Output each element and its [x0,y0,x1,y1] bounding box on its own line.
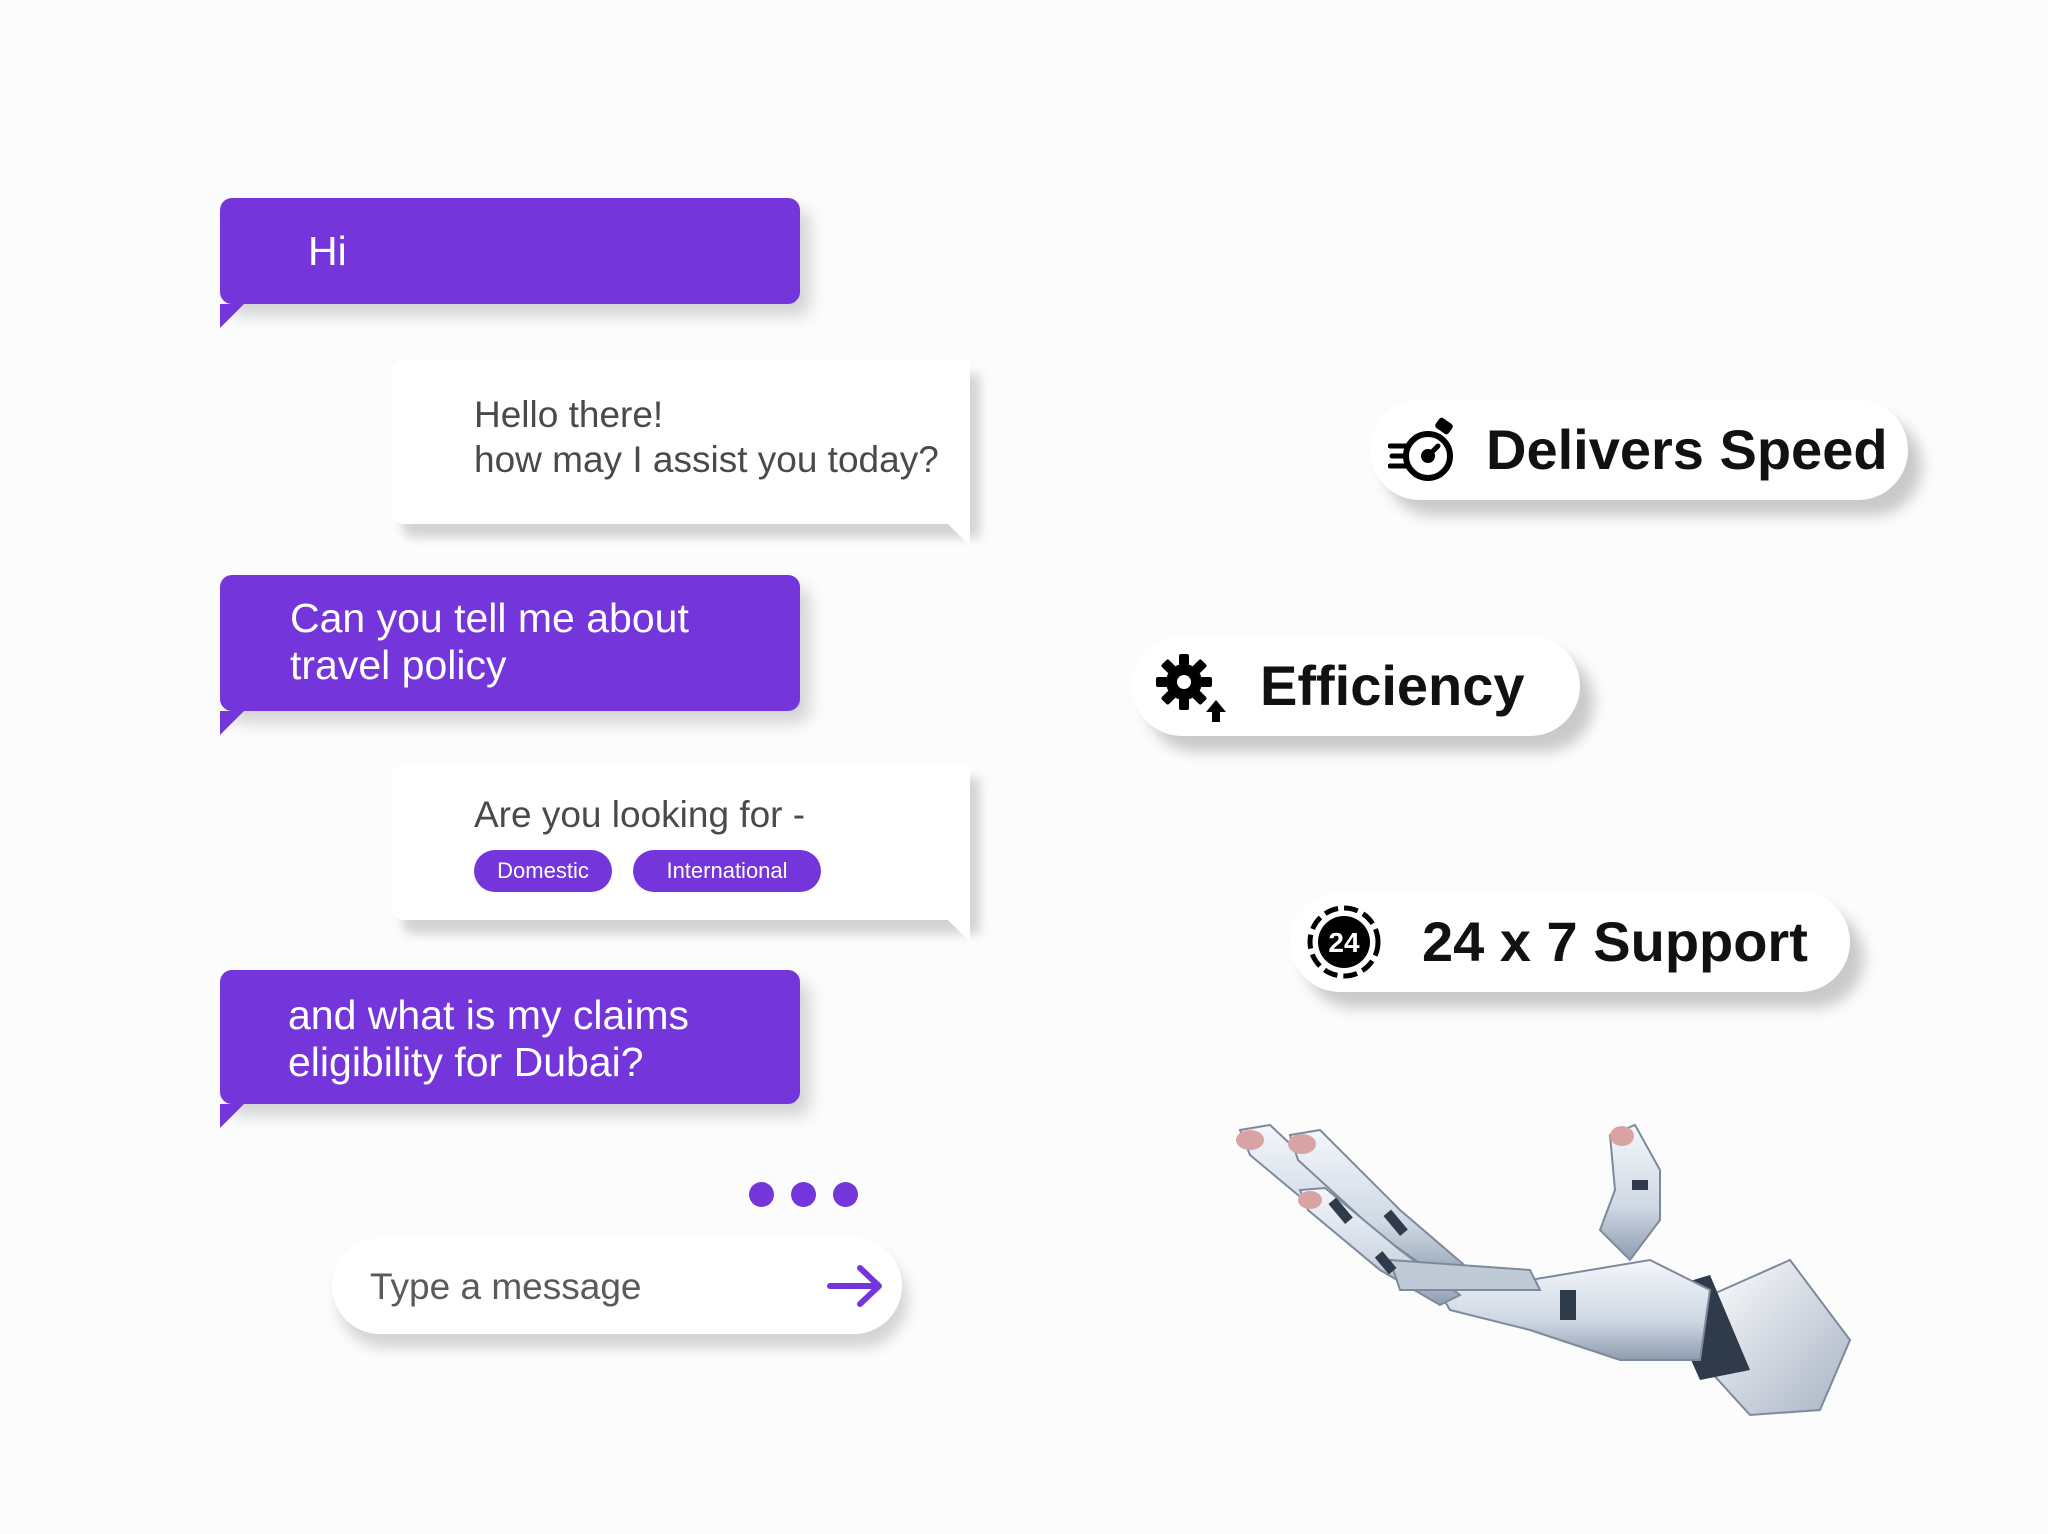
feature-label: Efficiency [1260,654,1525,717]
clock-24-icon: 24 [1307,905,1381,979]
stopwatch-speed-icon [1388,417,1453,481]
message-text: Are you looking for - [474,794,806,835]
message-text: how may I assist you today? [474,439,939,480]
feature-label: 24 x 7 Support [1422,910,1808,973]
message-text: Can you tell me about [290,595,689,641]
option-chip-international[interactable]: International [633,850,821,892]
message-text: Hi [308,228,347,274]
message-text: Hello there! [474,394,664,435]
typing-dot [791,1182,816,1207]
message-input[interactable] [368,1260,812,1314]
typing-dot [749,1182,774,1207]
gear-up-icon [1156,654,1226,722]
user-message-bubble: Can you tell me about travel policy [220,575,800,735]
svg-text:24: 24 [1328,927,1360,958]
message-text: travel policy [290,642,507,688]
feature-pill-efficiency: Efficiency [1132,636,1580,736]
feature-pill-speed: Delivers Speed [1370,400,1908,500]
user-message-bubble: Hi [220,198,800,328]
robot-hand-icon [1236,1123,1852,1417]
typing-dot [833,1182,858,1207]
message-text: eligibility for Dubai? [288,1039,644,1085]
user-message-bubble: and what is my claims eligibility for Du… [220,970,800,1128]
bot-message-bubble: Are you looking for - Domestic Internati… [392,764,970,942]
option-chip-domestic[interactable]: Domestic [474,850,612,892]
feature-label: Delivers Speed [1486,418,1888,481]
feature-pill-support: 24 24 x 7 Support [1290,892,1850,992]
message-composer [332,1238,902,1334]
send-button[interactable] [826,1260,886,1312]
bot-message-bubble: Hello there! how may I assist you today? [392,360,970,546]
message-text: and what is my claims [288,992,690,1038]
arrow-right-icon [827,1265,882,1307]
